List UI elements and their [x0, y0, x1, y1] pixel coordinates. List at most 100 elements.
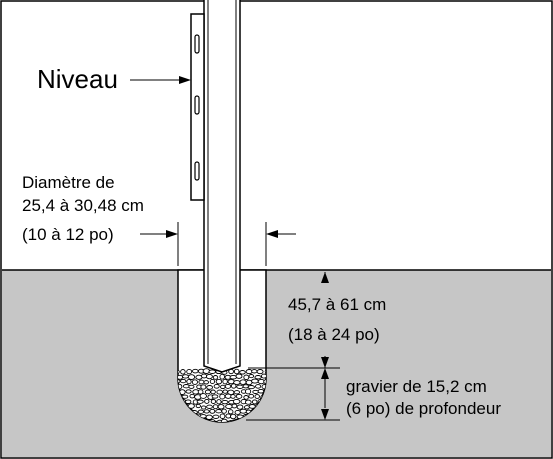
gravel-pebble	[180, 369, 186, 375]
gravel-pebble	[196, 384, 202, 390]
gravel-pebble	[212, 414, 220, 419]
post	[203, 0, 241, 373]
gravel-pebble	[201, 373, 208, 379]
gravel-pebble	[188, 384, 195, 389]
depth-label-line1: 45,7 à 61 cm	[288, 295, 386, 314]
gravel-pebble	[212, 404, 219, 410]
gravel-pebble	[206, 385, 213, 390]
gravel-pebble	[189, 393, 195, 399]
gravel-pebble	[252, 389, 259, 394]
gravel-pebble	[206, 404, 213, 409]
gravel-pebble	[215, 409, 223, 414]
gravel-pebble	[251, 399, 258, 405]
gravel-pebble	[208, 369, 216, 374]
gravel-pebble	[209, 408, 216, 414]
gravel-arrowhead-top	[321, 368, 329, 379]
gravel-pebble	[221, 408, 227, 414]
gravel-pebble	[200, 405, 207, 410]
gravel-pebble	[251, 378, 259, 384]
gravel-pebble	[225, 413, 232, 419]
gravel-pebble	[203, 380, 209, 385]
gravel-pebble	[233, 368, 240, 375]
gravel-pebble	[180, 378, 187, 384]
gravel-pebble	[219, 373, 225, 380]
gravel-pebble	[205, 414, 213, 420]
gravel-pebble	[227, 409, 234, 415]
gravel-pebble	[245, 388, 252, 395]
gravel-pebble	[181, 394, 189, 399]
level-arrowhead	[179, 76, 191, 84]
gravel-pebble	[243, 405, 250, 410]
gravel-pebble	[186, 378, 192, 385]
diameter-label-line1: Diamètre de	[22, 173, 115, 192]
gravel-pebble	[256, 369, 264, 375]
gravel-pebble	[216, 389, 223, 395]
gravel-pebble	[239, 408, 248, 414]
ground	[2, 270, 551, 457]
gravel-pebble	[263, 379, 266, 385]
gravel-pebble	[185, 389, 192, 394]
gravel-pebble	[255, 384, 262, 389]
gravel-pebble	[187, 374, 196, 380]
gravel-pebble	[247, 385, 255, 390]
gravel-pebble	[235, 373, 243, 379]
gravel-pebble	[236, 384, 244, 389]
gravel-pebble	[251, 369, 258, 374]
gravel-pebble	[209, 378, 216, 385]
gravel-pebble	[199, 393, 207, 399]
gravel-pebble	[222, 378, 228, 385]
gravel-pebble	[215, 378, 223, 385]
gravel-pebble	[233, 390, 241, 395]
gravel-pebble	[205, 373, 213, 380]
gravel-pebble	[196, 399, 204, 404]
gravel-pebble	[244, 399, 252, 405]
depth-arrowhead-top	[321, 272, 329, 283]
gravel-pebble	[264, 369, 266, 374]
gravel-pebble	[236, 404, 244, 410]
gravel-pebble	[230, 394, 236, 399]
gravel-pebble	[222, 389, 228, 394]
gravel-pebble	[204, 398, 210, 404]
gravel-pebble	[254, 394, 260, 399]
gravel-pebble	[254, 375, 262, 380]
gravel-pebble	[220, 418, 228, 422]
gravel-pebble	[230, 413, 237, 420]
gravel-pebble	[195, 403, 201, 409]
gravel-pebble	[204, 389, 211, 395]
depth-arrowhead-bottom	[321, 357, 329, 368]
gravel-pebble	[232, 398, 241, 405]
gravel-pebble	[261, 373, 266, 379]
gravel-pebble	[243, 395, 249, 400]
gravel-pebble	[203, 409, 210, 414]
gravel-pebble	[210, 389, 216, 395]
gravel-pebble	[178, 379, 181, 384]
gravel-label-line1: gravier de 15,2 cm	[346, 377, 487, 396]
gravel-pebble	[239, 379, 247, 385]
gravel-pebble	[224, 383, 232, 389]
gravel-pebble	[248, 374, 255, 379]
gravel-pebble	[186, 368, 193, 375]
gravel-pebble	[200, 384, 207, 390]
level-label: Niveau	[37, 64, 118, 94]
gravel-pebble	[235, 393, 243, 399]
level-vial-top	[194, 34, 200, 54]
gravel-pebble	[231, 403, 238, 409]
gravel-pebble	[178, 369, 180, 375]
gravel-pebble	[248, 393, 255, 399]
gravel-label-line2: (6 po) de profondeur	[346, 399, 501, 418]
gravel-arrowhead-bottom	[321, 409, 329, 420]
gravel-pebble	[213, 383, 220, 389]
gravel-pebble	[219, 413, 226, 419]
gravel-pebble	[182, 384, 190, 389]
gravel-pebble	[187, 403, 195, 409]
depth-label-line2: (18 à 24 po)	[288, 325, 380, 344]
gravel-pebble	[197, 409, 205, 414]
gravel-pebble	[210, 399, 217, 404]
diameter-label-line2: 25,4 à 30,48 cm	[22, 196, 144, 215]
gravel-pebble	[216, 399, 222, 405]
gravel-pebble	[192, 368, 199, 374]
gravel-pebble	[181, 374, 190, 379]
gravel-pebble	[211, 394, 219, 399]
gravel-pebble	[239, 370, 246, 375]
